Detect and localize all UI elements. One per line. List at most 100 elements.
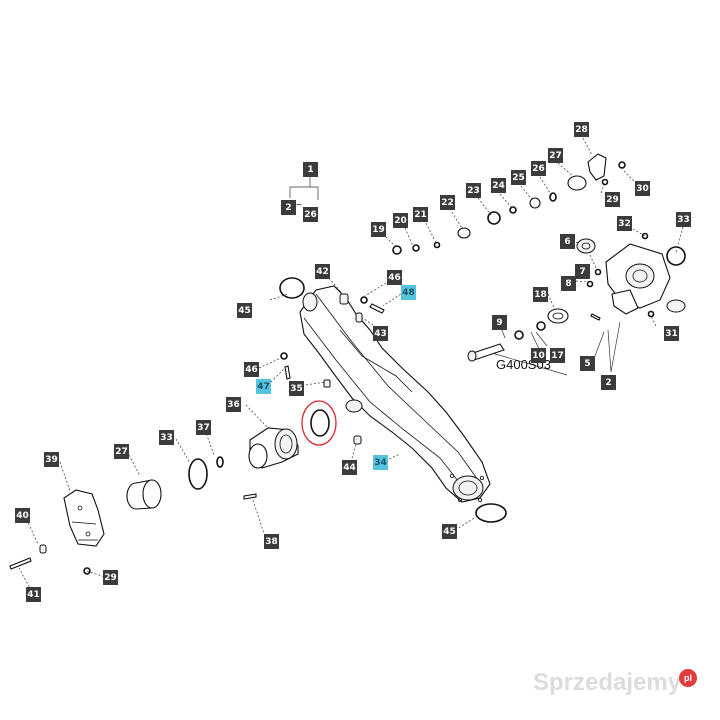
callout-tag-45: 45 — [237, 303, 252, 318]
callout-tag-box — [15, 508, 30, 523]
callout-tag-box — [533, 287, 548, 302]
callout-tag-35: 35 — [289, 381, 304, 396]
callout-tag-box — [413, 207, 428, 222]
callout-tag-27: 27 — [114, 444, 129, 459]
callout-tag-2: 2 — [281, 200, 296, 215]
callout-tag-box — [226, 397, 241, 412]
callout-tag-box — [371, 222, 386, 237]
bracket-part — [63, 489, 105, 547]
callout-tag-label: 26 — [304, 210, 317, 220]
sleeve-part — [126, 479, 162, 510]
callout-tag-box — [561, 276, 576, 291]
callout-tag-box — [26, 587, 41, 602]
callout-tag-label: 21 — [414, 210, 427, 220]
callout-tag-33: 33 — [159, 430, 174, 445]
callout-tag-34: 34 — [373, 455, 388, 470]
callout-tag-label: 26 — [532, 164, 545, 174]
callout-tag-box — [244, 362, 259, 377]
oring-45-bottom — [475, 503, 507, 523]
callout-tag-43: 43 — [373, 326, 388, 341]
housing-fasteners — [243, 293, 385, 500]
callout-tag-label: 25 — [512, 173, 525, 183]
callout-tag-box — [44, 452, 59, 467]
callout-tag-label: 17 — [551, 351, 564, 361]
watermark-suffix: pl — [684, 673, 692, 683]
callout-tag-label: 41 — [27, 590, 40, 600]
callout-tag-box — [605, 192, 620, 207]
callout-tag-label: 36 — [227, 400, 240, 410]
callout-tag-label: 47 — [257, 382, 270, 392]
callout-tag-box — [574, 122, 589, 137]
callout-tag-box — [159, 430, 174, 445]
callout-tag-box — [264, 534, 279, 549]
callout-tag-8: 8 — [561, 276, 576, 291]
callout-tag-box — [401, 285, 416, 300]
callout-tag-20: 20 — [393, 213, 408, 228]
callout-tag-label: 46 — [388, 273, 401, 283]
callout-tag-40: 40 — [15, 508, 30, 523]
callout-tag-10: 10 — [531, 348, 546, 363]
callout-tag-46: 46 — [387, 270, 402, 285]
callout-tag-23: 23 — [466, 183, 481, 198]
callout-tag-box — [601, 375, 616, 390]
callout-tag-19: 19 — [371, 222, 386, 237]
callout-tag-box — [492, 315, 507, 330]
callout-tag-label: 33 — [160, 433, 173, 443]
callout-tag-1: 1 — [303, 162, 318, 177]
callout-tag-24: 24 — [491, 178, 506, 193]
callout-tag-label: 24 — [492, 181, 505, 191]
leader-lines — [18, 137, 684, 595]
top-row-parts — [392, 153, 626, 255]
callout-tag-label: 7 — [579, 267, 585, 277]
callout-tag-box — [289, 381, 304, 396]
callout-tag-label: 43 — [374, 329, 387, 339]
callout-tag-box — [303, 207, 318, 222]
callout-tag-21: 21 — [413, 207, 428, 222]
callout-tag-45: 45 — [442, 524, 457, 539]
callout-tag-label: 44 — [343, 463, 356, 473]
callout-tag-label: 9 — [496, 318, 502, 328]
callout-tag-26: 26 — [531, 161, 546, 176]
callout-tag-box — [315, 264, 330, 279]
oring-45-top — [279, 277, 305, 299]
callout-tag-5: 5 — [580, 356, 595, 371]
callout-tag-label: 27 — [549, 151, 562, 161]
callout-tag-6: 6 — [560, 234, 575, 249]
callout-tag-box — [440, 195, 455, 210]
callout-tag-label: 40 — [16, 511, 29, 521]
callout-tag-33: 33 — [676, 212, 691, 227]
oring-35 — [310, 409, 330, 437]
callout-tag-box — [676, 212, 691, 227]
callout-tag-box — [373, 455, 388, 470]
callout-tag-box — [511, 170, 526, 185]
callout-tag-42: 42 — [315, 264, 330, 279]
callout-tag-label: 32 — [618, 219, 631, 229]
callout-tag-7: 7 — [575, 264, 590, 279]
parts-drawing — [9, 153, 686, 575]
callout-tag-box — [617, 216, 632, 231]
callout-tag-38: 38 — [264, 534, 279, 549]
callout-tag-31: 31 — [664, 326, 679, 341]
callout-tag-29: 29 — [103, 570, 118, 585]
shaft-part — [467, 321, 546, 362]
callout-tag-label: 45 — [443, 527, 456, 537]
callout-tag-41: 41 — [26, 587, 41, 602]
callout-tag-label: 29 — [104, 573, 117, 583]
pin-40 — [39, 544, 47, 554]
callout-tag-label: 1 — [307, 165, 313, 175]
gear-housing-part — [547, 232, 686, 324]
callout-tag-label: 42 — [316, 267, 329, 277]
callout-tag-label: 2 — [285, 203, 291, 213]
callout-tag-30: 30 — [635, 181, 650, 196]
callout-tag-2: 2 — [601, 375, 616, 390]
callout-tag-25: 25 — [511, 170, 526, 185]
callout-tag-label: 45 — [238, 306, 251, 316]
callout-tag-18: 18 — [533, 287, 548, 302]
callout-tag-box — [303, 162, 318, 177]
callout-tag-37: 37 — [196, 420, 211, 435]
callout-tag-46: 46 — [244, 362, 259, 377]
callout-tag-label: 23 — [467, 186, 480, 196]
range-separator: ~ — [296, 200, 302, 211]
callout-tag-box — [531, 348, 546, 363]
callout-tag-box — [635, 181, 650, 196]
